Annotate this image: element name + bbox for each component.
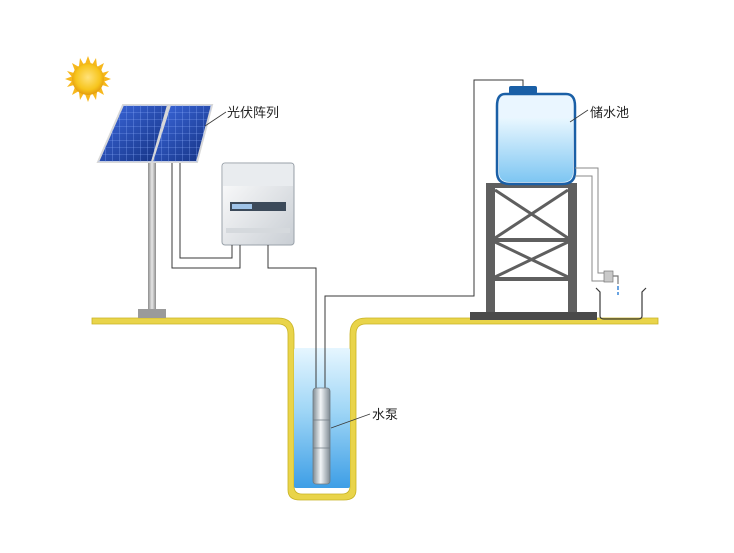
- outlet-pipe: [575, 167, 604, 282]
- sun-icon: [65, 56, 111, 102]
- tank-label-leader: [569, 109, 589, 123]
- ground-line: [91, 317, 659, 501]
- faucet-icon: [603, 270, 619, 295]
- water-tower: [470, 183, 597, 320]
- water-tank-label: 储水池: [590, 106, 630, 121]
- panel-base: [138, 309, 166, 318]
- submersible-pump: [312, 387, 331, 485]
- pump-label-leader: [330, 413, 371, 429]
- water-pump-label: 水泵: [372, 408, 399, 423]
- pv-array-label: 光伏阵列: [227, 106, 280, 121]
- solar-panel-array: [96, 104, 214, 163]
- panel-pole: [148, 162, 156, 312]
- basin: [595, 287, 647, 320]
- pump-controller: [221, 162, 295, 246]
- delivery-pipe: [324, 79, 524, 400]
- panel-to-controller-wire: [171, 163, 241, 269]
- pv-label-leader: [204, 111, 227, 127]
- controller-to-pump-wire: [267, 245, 317, 400]
- water-tank: [495, 86, 577, 186]
